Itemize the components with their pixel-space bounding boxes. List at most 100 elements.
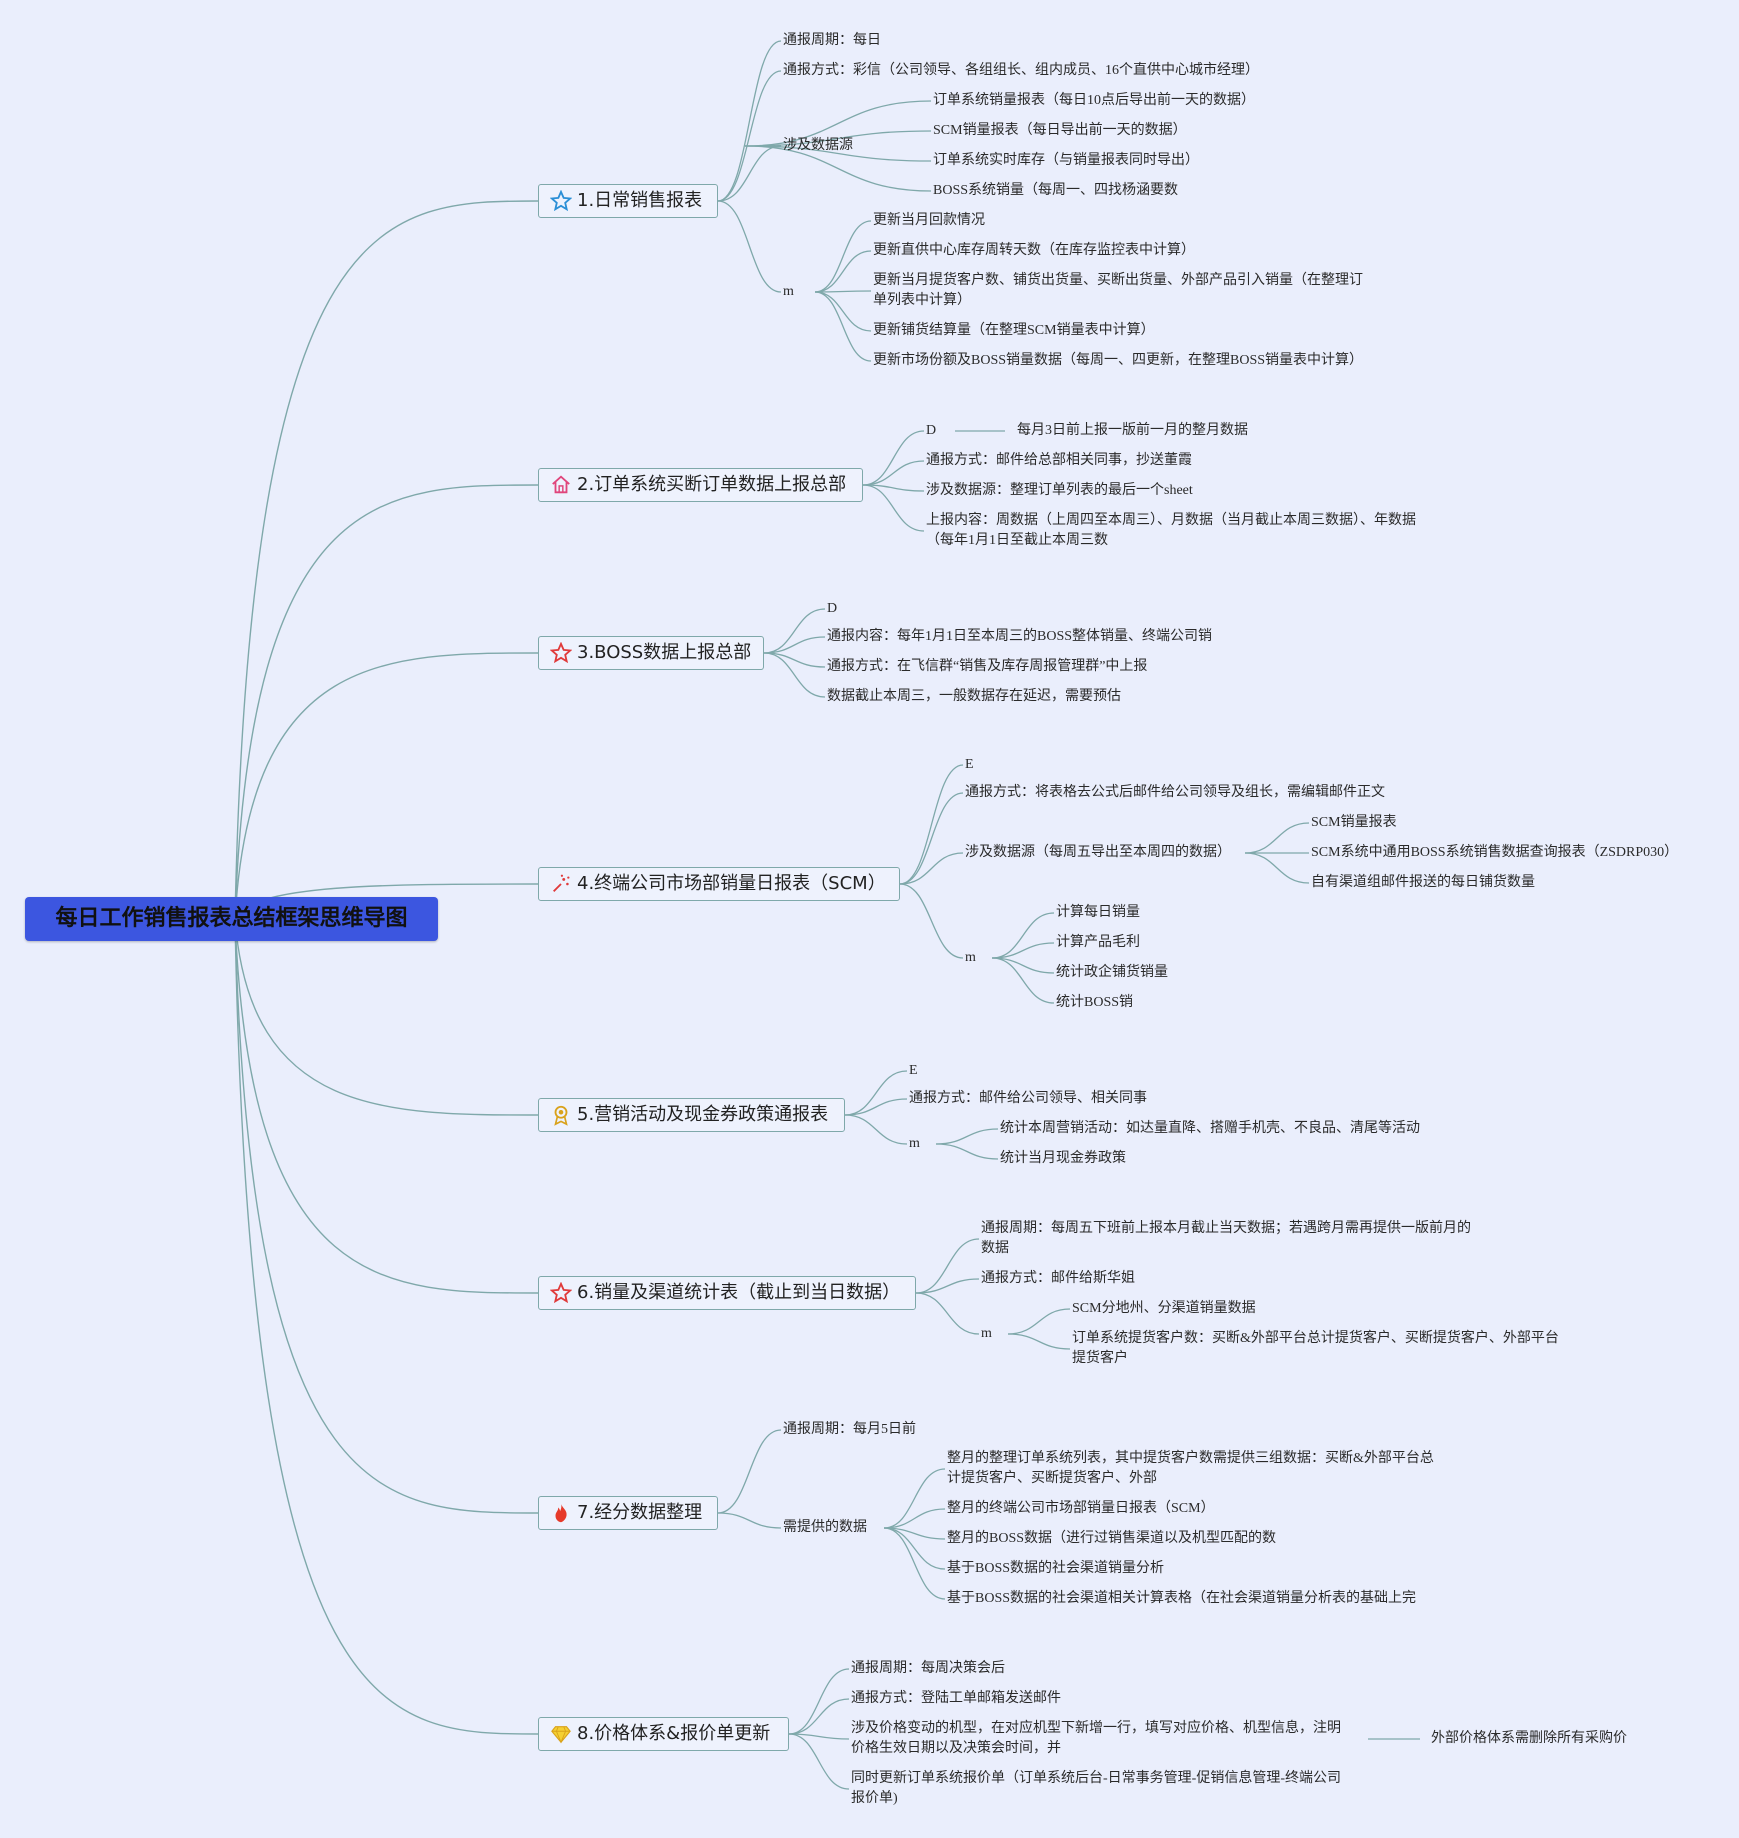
- leaf-item[interactable]: BOSS系统销量（每周一、四找杨涵要数: [933, 183, 1179, 198]
- leaf-item[interactable]: 涉及数据源：整理订单列表的最后一个sheet: [926, 483, 1193, 498]
- connector-line: [234, 200, 539, 920]
- connector-line: [814, 250, 872, 293]
- leaf-item[interactable]: SCM销量报表（每日导出前一天的数据）: [933, 123, 1187, 138]
- leaf-item[interactable]: 涉及价格变动的机型，在对应机型下新增一行，填写对应价格、机型信息，注明价格生效日…: [851, 1721, 1341, 1756]
- branch-price-update[interactable]: 8.价格体系&报价单更新: [538, 1717, 789, 1751]
- leaf-item[interactable]: 计算产品毛利: [1056, 935, 1140, 950]
- leaf-item[interactable]: m: [909, 1136, 920, 1151]
- connector-line: [234, 918, 539, 1294]
- branch-order-system-report[interactable]: 2.订单系统买断订单数据上报总部: [538, 468, 863, 502]
- leaf-item[interactable]: 涉及数据源: [783, 138, 853, 153]
- connector-line: [862, 484, 925, 532]
- leaf-item[interactable]: 统计当月现金券政策: [1000, 1151, 1126, 1166]
- leaf-item[interactable]: 数据截止本周三，一般数据存在延迟，需要预估: [827, 689, 1121, 704]
- star-outline-blue-icon: [550, 190, 572, 212]
- connector-line: [915, 1238, 980, 1294]
- connector-line: [899, 764, 964, 885]
- leaf-item[interactable]: D: [827, 601, 838, 616]
- leaf-item[interactable]: 基于BOSS数据的社会渠道销量分析: [947, 1561, 1165, 1576]
- branch-label: 4.终端公司市场部销量日报表（SCM）: [577, 873, 886, 894]
- leaf-item[interactable]: 订单系统销量报表（每日10点后导出前一天的数据）: [933, 93, 1255, 108]
- leaf-item[interactable]: 整月的终端公司市场部销量日报表（SCM）: [947, 1501, 1215, 1516]
- diamond-icon: [551, 1726, 571, 1744]
- leaf-item[interactable]: 每月3日前上报一版前一月的整月数据: [1017, 423, 1248, 438]
- leaf-item[interactable]: 通报内容：每年1月1日至本周三的BOSS整体销量、终端公司销: [827, 629, 1213, 644]
- connector-line: [1244, 822, 1310, 854]
- leaf-item[interactable]: 通报方式：邮件给公司领导、相关同事: [909, 1091, 1147, 1106]
- leaf-item[interactable]: 通报周期：每周决策会后: [851, 1661, 1005, 1676]
- leaf-item[interactable]: 更新市场份额及BOSS销量数据（每周一、四更新，在整理BOSS销量表中计算）: [873, 353, 1364, 368]
- leaf-item[interactable]: 订单系统实时库存（与销量报表同时导出）: [933, 153, 1199, 168]
- leaf-item[interactable]: D: [926, 423, 937, 438]
- leaf-item[interactable]: 外部价格体系需删除所有采购价: [1431, 1731, 1627, 1746]
- leaf-item[interactable]: m: [965, 950, 976, 965]
- leaf-item[interactable]: 更新当月提货客户数、铺货出货量、买断出货量、外部产品引入销量（在整理订单列表中计…: [873, 273, 1363, 308]
- branch-marketing-policy[interactable]: 5.营销活动及现金券政策通报表: [538, 1098, 845, 1132]
- connector-line: [935, 1128, 999, 1145]
- leaf-item[interactable]: 统计BOSS销: [1056, 995, 1134, 1010]
- leaf-item[interactable]: SCM分地州、分渠道销量数据: [1072, 1301, 1256, 1316]
- leaf-item[interactable]: E: [909, 1063, 918, 1078]
- leaf-item[interactable]: 通报方式：邮件给总部相关同事，抄送董霞: [926, 453, 1192, 468]
- connector-line: [717, 145, 782, 202]
- leaf-item[interactable]: 需提供的数据: [783, 1520, 867, 1535]
- branch-label: 5.营销活动及现金券政策通报表: [577, 1104, 829, 1125]
- connector-line: [788, 1668, 850, 1735]
- leaf-item[interactable]: 统计本周营销活动：如达量直降、搭赠手机壳、不良品、清尾等活动: [1000, 1121, 1420, 1136]
- home-icon: [552, 475, 570, 494]
- leaf-item[interactable]: m: [783, 284, 794, 299]
- leaf-item[interactable]: 更新直供中心库存周转天数（在库存监控表中计算）: [873, 243, 1195, 258]
- leaf-item[interactable]: 通报周期：每周五下班前上报本月截止当天数据；若遇跨月需再提供一版前月的数据: [981, 1221, 1471, 1256]
- connector-line: [844, 1114, 908, 1145]
- leaf-item[interactable]: 通报方式：登陆工单邮箱发送邮件: [851, 1691, 1061, 1706]
- leaf-item[interactable]: 通报方式：将表格去公式后邮件给公司领导及组长，需编辑邮件正文: [965, 785, 1385, 800]
- leaf-item[interactable]: 订单系统提货客户数：买断&外部平台总计提货客户、买断提货客户、外部平台提货客户: [1072, 1331, 1559, 1366]
- leaf-item[interactable]: 通报方式：邮件给斯华姐: [981, 1271, 1135, 1286]
- leaf-item[interactable]: 上报内容：周数据（上周四至本周三）、月数据（当月截止本周三数据）、年数据（每年1…: [926, 513, 1416, 548]
- leaf-item[interactable]: 整月的BOSS数据（进行过销售渠道以及机型匹配的数: [947, 1531, 1277, 1546]
- leaf-item[interactable]: 统计政企铺货销量: [1056, 965, 1168, 980]
- leaf-item[interactable]: 通报方式：彩信（公司领导、各组组长、组内成员、16个直供中心城市经理）: [783, 63, 1259, 78]
- connector-line: [899, 883, 964, 959]
- leaf-item[interactable]: m: [981, 1326, 992, 1341]
- leaf-item[interactable]: 更新铺货结算量（在整理SCM销量表中计算）: [873, 323, 1155, 338]
- connector-line: [883, 1468, 946, 1529]
- connector-line: [717, 40, 782, 202]
- connector-line: [844, 1070, 908, 1116]
- connector-line: [763, 652, 826, 698]
- leaf-item[interactable]: SCM系统中通用BOSS系统销售数据查询报表（ZSDRP030）: [1311, 845, 1679, 860]
- leaf-item[interactable]: 涉及数据源（每周五导出至本周四的数据）: [965, 845, 1231, 860]
- branch-boss-data-report[interactable]: 3.BOSS数据上报总部: [538, 636, 764, 670]
- leaf-item[interactable]: E: [965, 757, 974, 772]
- leaf-item[interactable]: SCM销量报表: [1311, 815, 1397, 830]
- connector-line: [814, 290, 872, 293]
- leaf-item[interactable]: 通报周期：每月5日前: [783, 1422, 916, 1437]
- leaf-item[interactable]: 基于BOSS数据的社会渠道相关计算表格（在社会渠道销量分析表的基础上完: [947, 1591, 1417, 1606]
- connector-line: [862, 484, 925, 492]
- connector-line: [991, 957, 1055, 1004]
- connector-line: [234, 652, 539, 920]
- star-outline-red-icon: [550, 642, 572, 664]
- leaf-item[interactable]: 自有渠道组邮件报送的每日铺货数量: [1311, 875, 1535, 890]
- leaf-item[interactable]: 计算每日销量: [1056, 905, 1140, 920]
- star-outline-red-icon: [550, 1282, 572, 1304]
- leaf-item[interactable]: 通报方式：在飞信群“销售及库存周报管理群”中上报: [827, 659, 1148, 674]
- leaf-item[interactable]: 同时更新订单系统报价单（订单系统后台-日常事务管理-促销信息管理-终端公司报价单…: [851, 1771, 1341, 1806]
- leaf-item[interactable]: 更新当月回款情况: [873, 213, 985, 228]
- branch-channel-stats[interactable]: 6.销量及渠道统计表（截止到当日数据）: [538, 1276, 916, 1310]
- leaf-item[interactable]: 整月的整理订单系统列表，其中提货客户数需提供三组数据：买断&外部平台总计提货客户…: [947, 1451, 1434, 1486]
- branch-data-analysis[interactable]: 7.经分数据整理: [538, 1496, 718, 1530]
- leaf-item[interactable]: 通报周期：每日: [783, 33, 881, 48]
- root-topic[interactable]: 每日工作销售报表总结框架思维导图: [25, 897, 438, 941]
- branch-scm-daily-report[interactable]: 4.终端公司市场部销量日报表（SCM）: [538, 867, 900, 901]
- connector-line: [935, 1143, 999, 1160]
- connector-line: [234, 484, 539, 920]
- branch-label: 2.订单系统买断订单数据上报总部: [577, 474, 847, 495]
- connector-line: [717, 200, 782, 293]
- connector-line: [717, 1429, 782, 1514]
- branch-daily-sales-report[interactable]: 1.日常销售报表: [538, 184, 718, 218]
- connector-line: [744, 145, 932, 192]
- connector-line: [788, 1733, 850, 1740]
- award-icon: [554, 1105, 568, 1126]
